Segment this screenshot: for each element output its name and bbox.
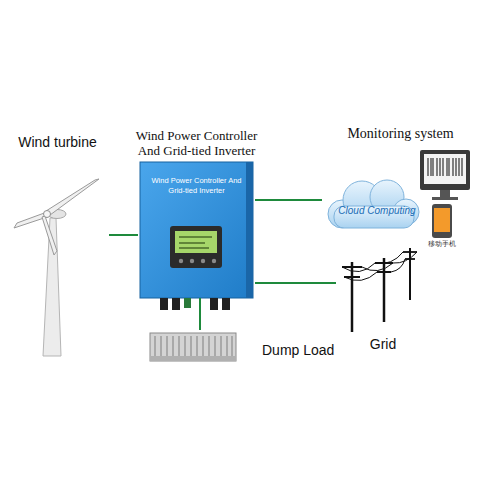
- phone-screen: [434, 208, 450, 232]
- button: [190, 259, 194, 263]
- heatsink-fins: [155, 336, 232, 356]
- wire: [393, 252, 417, 263]
- monitor-stand: [440, 190, 450, 197]
- grid-node: Grid: [336, 252, 430, 352]
- node-title: Monitoring system: [322, 126, 479, 142]
- wind-turbine-illustration: [14, 179, 99, 356]
- connector-line: [199, 298, 201, 330]
- monitoring-illustration: [328, 150, 470, 238]
- turbine-blade: [46, 179, 99, 215]
- turbine-blade: [14, 212, 47, 228]
- lcd-line: [179, 242, 205, 244]
- turbine-blade: [42, 216, 57, 255]
- dump-load-illustration: [150, 333, 236, 361]
- button: [179, 259, 183, 263]
- turbine-hub: [44, 211, 51, 218]
- cable-gland: [160, 298, 168, 310]
- heatsink-base: [150, 356, 236, 361]
- turbine-node: Wind turbine: [6, 134, 109, 360]
- cable-gland: [210, 298, 218, 310]
- lcd-screen: [175, 231, 217, 253]
- wire: [375, 252, 403, 264]
- node-title: Grid: [336, 336, 430, 352]
- connector-line: [255, 282, 336, 284]
- cable-gland: [222, 298, 230, 310]
- pole: [383, 258, 386, 322]
- lcd-line: [179, 247, 209, 249]
- wire: [344, 272, 377, 281]
- lcd-line: [179, 236, 212, 238]
- grid-illustration: [342, 248, 417, 332]
- crossarm: [403, 251, 417, 253]
- wire: [391, 259, 405, 272]
- connector-line: [255, 199, 322, 201]
- heatsink: [150, 333, 236, 361]
- monitor-screen: [424, 154, 466, 184]
- cable-gland: [184, 298, 191, 308]
- inverter-box: Wind Power Controller And Grid-tied Inve…: [138, 162, 255, 298]
- monitor: [420, 150, 470, 190]
- crossarm: [342, 266, 362, 268]
- inverter-side: [246, 162, 253, 298]
- device-label: Wind Power Controller And Grid-tied Inve…: [138, 162, 255, 196]
- button: [201, 259, 205, 263]
- cable-gland: [172, 298, 180, 310]
- node-title: Wind turbine: [6, 134, 109, 150]
- monitoring-node: Monitoring system: [322, 126, 479, 246]
- barcode: [428, 158, 462, 176]
- monitor-base: [432, 197, 458, 200]
- node-heading: Wind Power Controller And Grid-tied Inve…: [124, 129, 269, 159]
- cloud-label: Cloud Computing: [334, 205, 420, 216]
- node-title: Dump Load: [262, 342, 334, 358]
- lcd-bezel: [170, 226, 222, 268]
- button: [212, 259, 216, 263]
- phone: [432, 204, 452, 238]
- pole: [409, 248, 411, 300]
- connector-line: [109, 234, 138, 236]
- wire: [362, 263, 393, 271]
- crossarm: [377, 271, 391, 273]
- dump-load-node: Dump Load: [148, 330, 238, 364]
- phone-label: 移动手机: [420, 240, 464, 248]
- pole: [351, 262, 354, 332]
